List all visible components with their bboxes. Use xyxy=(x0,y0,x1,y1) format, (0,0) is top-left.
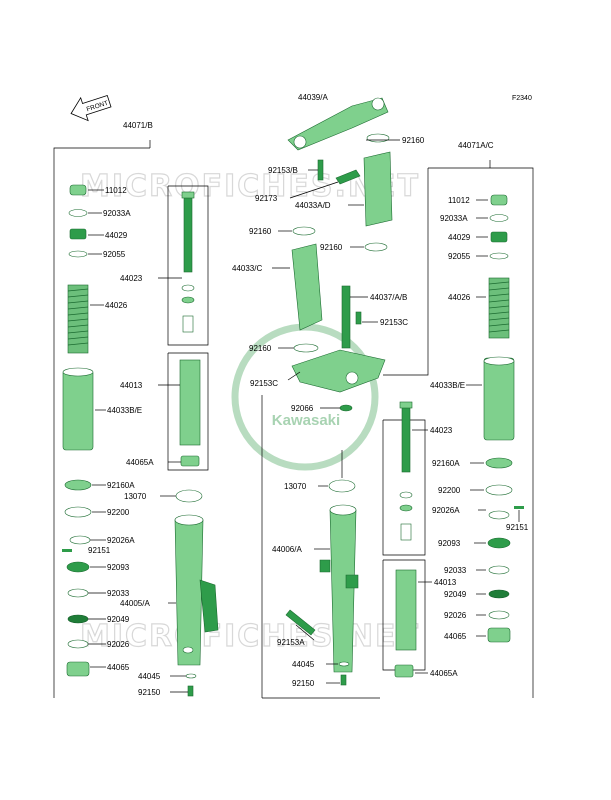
label-92153B: 92153/B xyxy=(268,166,298,175)
label-44005A: 44005/A xyxy=(120,599,150,608)
label-92150-center: 92150 xyxy=(292,679,315,688)
label-44013-left: 44013 xyxy=(120,381,143,390)
label-44065A-left: 44065A xyxy=(126,458,154,467)
label-92026A-right: 92026A xyxy=(432,506,460,515)
label-92173: 92173 xyxy=(255,194,278,203)
label-92160-top: 92160 xyxy=(402,136,425,145)
front-arrow-icon: FRONT xyxy=(70,94,112,122)
label-92160-m2: 92160 xyxy=(320,243,343,252)
label-44026-left: 44026 xyxy=(105,301,128,310)
brand-name: Kawasaki xyxy=(272,412,340,429)
part-labels: 44071/B 11012 92033A 44029 92055 44023 4… xyxy=(88,93,529,697)
center-parts xyxy=(285,97,393,686)
label-92160A-left: 92160A xyxy=(107,481,135,490)
label-92153C-right: 92153C xyxy=(380,318,408,327)
left-fork-brackets xyxy=(53,140,209,698)
label-11012-left: 11012 xyxy=(105,186,127,195)
label-92033A-right: 92033A xyxy=(440,214,468,223)
leader-lines xyxy=(88,139,520,693)
label-92160-m1: 92160 xyxy=(249,227,272,236)
label-92026-right: 92026 xyxy=(444,611,467,620)
label-92049-left: 92049 xyxy=(107,615,130,624)
label-92033A-left: 92033A xyxy=(103,209,131,218)
label-92055-left: 92055 xyxy=(103,250,126,259)
watermark-bottom: MICROFICHES.NET xyxy=(80,619,420,654)
watermark-top: MICROFICHES.NET xyxy=(80,169,420,204)
label-44045-left: 44045 xyxy=(138,672,161,681)
label-44013-right: 44013 xyxy=(434,578,457,587)
label-92160A-right: 92160A xyxy=(432,459,460,468)
label-44033BE-left: 44033B/E xyxy=(107,406,142,415)
label-92026-left: 92026 xyxy=(107,640,130,649)
label-44006A: 44006/A xyxy=(272,545,302,554)
label-92026A-left: 92026A xyxy=(107,536,135,545)
label-92151-left: 92151 xyxy=(88,546,111,555)
label-44023-left: 44023 xyxy=(120,274,143,283)
label-44029-left: 44029 xyxy=(105,231,128,240)
label-44045-center: 44045 xyxy=(292,660,315,669)
label-44039A: 44039/A xyxy=(298,93,328,102)
label-13070-left: 13070 xyxy=(124,492,147,501)
label-92055-right: 92055 xyxy=(448,252,471,261)
label-44065-right: 44065 xyxy=(444,632,467,641)
label-92200-left: 92200 xyxy=(107,508,130,517)
label-44071AC: 44071A/C xyxy=(458,141,494,150)
label-92033-right: 92033 xyxy=(444,566,467,575)
label-44023-right: 44023 xyxy=(430,426,453,435)
figure-code: F2340 xyxy=(512,95,532,102)
label-92066: 92066 xyxy=(291,404,314,413)
label-44065-left: 44065 xyxy=(107,663,130,672)
label-44033BE-right: 44033B/E xyxy=(430,381,465,390)
label-44065A-right: 44065A xyxy=(430,669,458,678)
label-92150-left: 92150 xyxy=(138,688,161,697)
label-92151-right: 92151 xyxy=(506,523,529,532)
label-92049-right: 92049 xyxy=(444,590,467,599)
label-44033C: 44033/C xyxy=(232,264,262,273)
left-parts xyxy=(62,184,219,697)
center-brackets xyxy=(261,395,380,699)
label-92093-right: 92093 xyxy=(438,539,461,548)
label-92160-m3: 92160 xyxy=(249,344,272,353)
label-44026-right: 44026 xyxy=(448,293,471,302)
label-44071B: 44071/B xyxy=(123,121,153,130)
label-92153C-left: 92153C xyxy=(250,379,278,388)
label-44029-right: 44029 xyxy=(448,233,471,242)
label-92093-left: 92093 xyxy=(107,563,130,572)
label-44037AB: 44037/A/B xyxy=(370,293,407,302)
label-92200-right: 92200 xyxy=(438,486,461,495)
right-fork-brackets xyxy=(382,160,534,698)
label-92153A: 92153A xyxy=(277,638,305,647)
label-92033-left: 92033 xyxy=(107,589,130,598)
label-44033AD: 44033A/D xyxy=(295,201,331,210)
right-parts xyxy=(394,194,524,678)
label-11012-right: 11012 xyxy=(448,196,470,205)
label-13070-center: 13070 xyxy=(284,482,307,491)
